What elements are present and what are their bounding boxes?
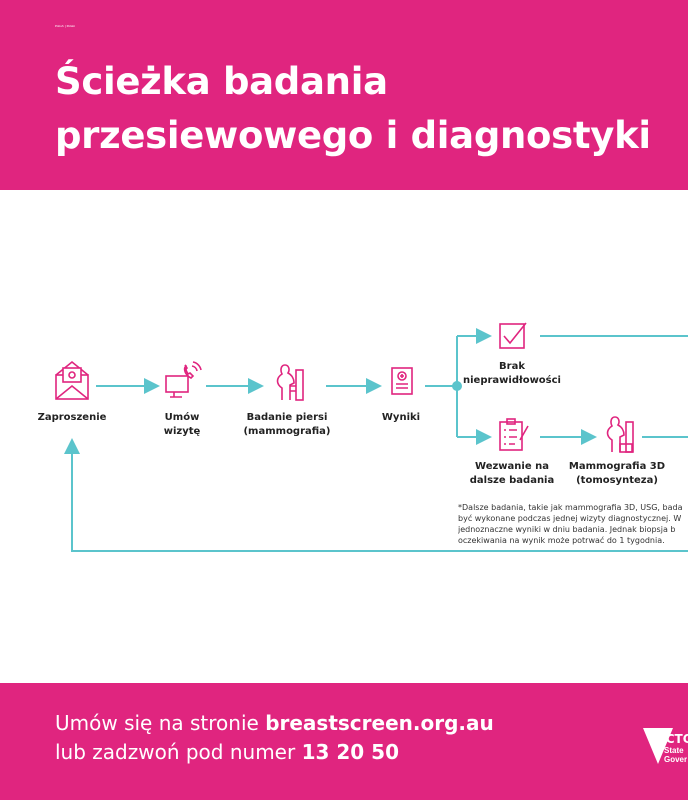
phone-number[interactable]: 13 20 50 xyxy=(301,740,399,764)
envelope-icon xyxy=(55,360,89,400)
page-title: Ścieżka badania przesiewowego i diagnost… xyxy=(55,55,651,163)
website-link[interactable]: breastscreen.org.au xyxy=(265,711,494,735)
junction-dot xyxy=(452,381,462,391)
checkbox-icon xyxy=(499,322,527,349)
contact-info: Umów się na stronie breastscreen.org.au … xyxy=(55,709,494,767)
computer-phone-icon xyxy=(165,361,202,398)
return-loop-line xyxy=(64,438,688,552)
footnote: *Dalsze badania, takie jak mammografia 3… xyxy=(458,502,688,546)
label-line: Wezwanie na xyxy=(475,461,549,472)
logo-subtext-line: Gover xyxy=(664,755,688,764)
title-line-2: przesiewowego i diagnostyki xyxy=(55,114,651,157)
title-line-1: Ścieżka badania xyxy=(55,60,388,103)
results-document-icon xyxy=(391,367,413,395)
mammography-icon xyxy=(276,364,304,401)
footnote-line: jednoznaczne wyniki w dniu badania. Jedn… xyxy=(458,525,676,534)
flow-diagram xyxy=(55,322,688,552)
label-line: (tomosynteza) xyxy=(576,475,658,486)
footnote-line: być wykonane podczas jednej wizyty diagn… xyxy=(458,514,682,523)
clipboard-icon xyxy=(499,418,529,451)
step-normal-label: Brak nieprawidłowości xyxy=(463,360,561,388)
step-appointment-label: Umów wizytę xyxy=(164,411,201,439)
step-3d-label: Mammografia 3D (tomosynteza) xyxy=(569,460,665,488)
label-line: nieprawidłowości xyxy=(463,375,561,386)
victoria-logo-icon xyxy=(643,728,673,764)
footer-banner xyxy=(0,683,688,800)
label-line: Brak xyxy=(499,361,525,372)
step-invitation-label: Zaproszenie xyxy=(37,412,107,423)
step-results-label: Wyniki xyxy=(381,412,421,423)
contact-text: Umów się na stronie xyxy=(55,711,266,735)
language-label: Polish | Polski xyxy=(55,24,76,28)
mammography-3d-icon xyxy=(606,416,634,453)
header-banner: Polish | Polski xyxy=(0,0,688,190)
logo-subtext-line: State xyxy=(664,746,684,755)
label-line: Badanie piersi xyxy=(246,412,328,423)
label-line: Mammografia 3D xyxy=(568,461,666,472)
label-line: dalsze badania xyxy=(469,475,555,486)
label-line: Umów xyxy=(164,412,200,423)
footnote-line: oczekiwania na wynik może potrwać do 1 t… xyxy=(458,536,665,545)
footnote-line: *Dalsze badania, takie jak mammografia 3… xyxy=(458,503,683,512)
label-line: wizytę xyxy=(163,426,201,437)
contact-text: lub zadzwoń pod numer xyxy=(55,740,302,764)
step-recall-label: Wezwanie na dalsze badania xyxy=(470,460,554,488)
step-mammogram-label: Badanie piersi (mammografia) xyxy=(243,411,330,439)
logo-text: VICTO xyxy=(652,732,688,746)
label-line: (mammografia) xyxy=(243,426,331,437)
